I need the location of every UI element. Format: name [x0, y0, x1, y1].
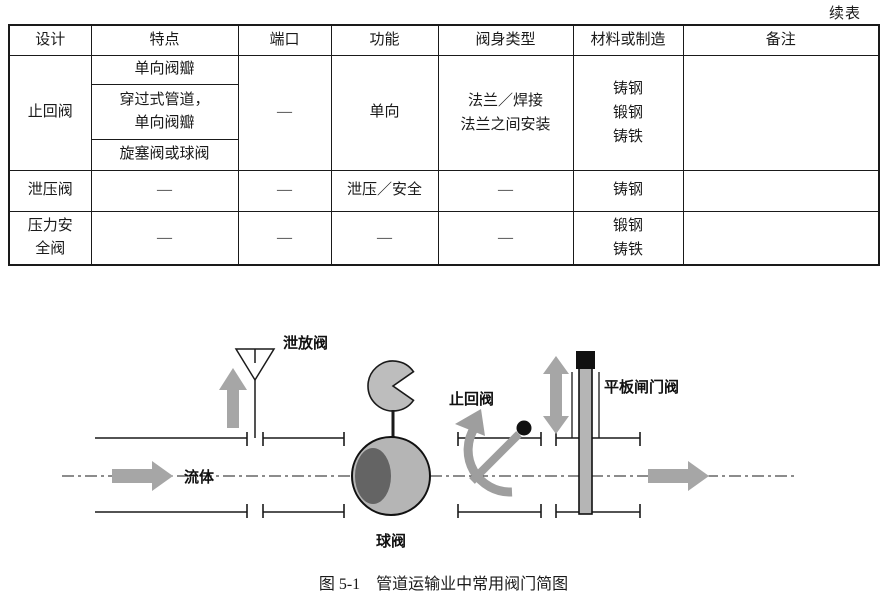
material-line-1: 铸钢: [612, 80, 643, 97]
cell-remark-check-valve: [682, 54, 880, 171]
ball-valve-bore: [355, 448, 391, 504]
cell-feature-relief-valve: —: [90, 169, 239, 212]
col-header-material: 材料或制造: [572, 24, 684, 56]
feature-line-2: 单向阀瓣: [134, 114, 195, 131]
col-header-design: 设计: [8, 24, 92, 56]
col-header-function: 功能: [330, 24, 439, 56]
table-row: 压力安 全阀 — — — — 锻钢 铸铁: [8, 210, 880, 266]
pipeline-valve-diagram: 泄放阀 流体 球阀 止回阀 平板闸门阀: [62, 334, 795, 550]
col-header-features: 特点: [90, 24, 239, 56]
ball-valve-handle: [367, 360, 415, 412]
vent-flow-arrow-up: [219, 368, 247, 428]
cell-feature-through-conduit: 穿过式管道， 单向阀瓣: [90, 83, 239, 140]
col-header-remark: 备注: [682, 24, 880, 56]
gate-flow-arrow-updown: [543, 356, 569, 434]
cell-material-relief-valve: 铸钢: [572, 169, 684, 212]
material-line-2: 锻钢: [612, 104, 643, 121]
cell-design-safety-valve: 压力安 全阀: [8, 210, 92, 266]
cell-function-safety-valve: —: [330, 210, 439, 266]
label-check-valve: 止回阀: [449, 390, 494, 408]
feature-line-1: 穿过式管道，: [119, 92, 210, 108]
cell-design-relief-valve: 泄压阀: [8, 169, 92, 212]
table-row: 止回阀 单向阀瓣 — 单向 法兰／焊接 法兰之间安装 铸钢 锻钢 铸铁: [8, 54, 880, 171]
figure-caption: 图 5-1 管道运输业中常用阀门简图: [318, 576, 569, 593]
label-gate-valve: 平板闸门阀: [604, 378, 679, 396]
label-vent-valve: 泄放阀: [283, 334, 328, 352]
cell-port-check-valve: —: [237, 54, 332, 171]
cell-port-safety-valve: —: [237, 210, 332, 266]
valve-spec-table: 设计 特点 端口 功能 阀身类型 材料或制造 备注 止回阀 单向阀瓣 — 单向 …: [8, 24, 880, 266]
table-header-row: 设计 特点 端口 功能 阀身类型 材料或制造 备注: [8, 24, 880, 56]
cell-design-check-valve: 止回阀: [8, 54, 92, 171]
material-line-3: 铸铁: [612, 128, 643, 145]
body-type-line-2: 法兰之间安装: [460, 116, 551, 133]
material-line-2: 铸铁: [612, 241, 643, 258]
cell-body-type-relief-valve: —: [437, 169, 574, 212]
material-line-1: 锻钢: [612, 217, 643, 234]
cell-feature-one-way-disc: 单向阀瓣: [90, 54, 239, 85]
vent-valve-symbol: [234, 348, 276, 438]
cell-body-type-check-valve: 法兰／焊接 法兰之间安装: [437, 54, 574, 171]
cell-material-safety-valve: 锻钢 铸铁: [572, 210, 684, 266]
cell-function-check-valve: 单向: [330, 54, 439, 171]
cell-feature-plug-or-ball: 旋塞阀或球阀: [90, 138, 239, 171]
continued-table-note: 续表: [828, 6, 861, 22]
cell-material-check-valve: 铸钢 锻钢 铸铁: [572, 54, 684, 171]
pipe-walls: [95, 432, 641, 518]
cell-body-type-safety-valve: —: [437, 210, 574, 266]
label-fluid: 流体: [184, 468, 215, 486]
check-valve-symbol: [455, 409, 532, 497]
flow-arrow-left: [112, 461, 173, 491]
flow-arrow-right: [648, 461, 709, 491]
table-row: 穿过式管道， 单向阀瓣: [9, 83, 879, 140]
cell-remark-safety-valve: [682, 210, 880, 266]
design-line-2: 全阀: [35, 240, 66, 257]
design-line-1: 压力安: [27, 218, 73, 235]
body-type-line-1: 法兰／焊接: [467, 92, 543, 109]
label-ball-valve: 球阀: [376, 532, 406, 550]
cell-function-relief-valve: 泄压／安全: [330, 169, 439, 212]
cell-port-relief-valve: —: [237, 169, 332, 212]
gate-valve-symbol: [571, 351, 600, 515]
col-header-body-type: 阀身类型: [437, 24, 574, 56]
cell-remark-relief-valve: [682, 169, 880, 212]
col-header-port: 端口: [237, 24, 332, 56]
table-row: 泄压阀 — — 泄压／安全 — 铸钢: [8, 169, 880, 212]
cell-feature-safety-valve: —: [90, 210, 239, 266]
table-row: 旋塞阀或球阀: [9, 138, 879, 171]
